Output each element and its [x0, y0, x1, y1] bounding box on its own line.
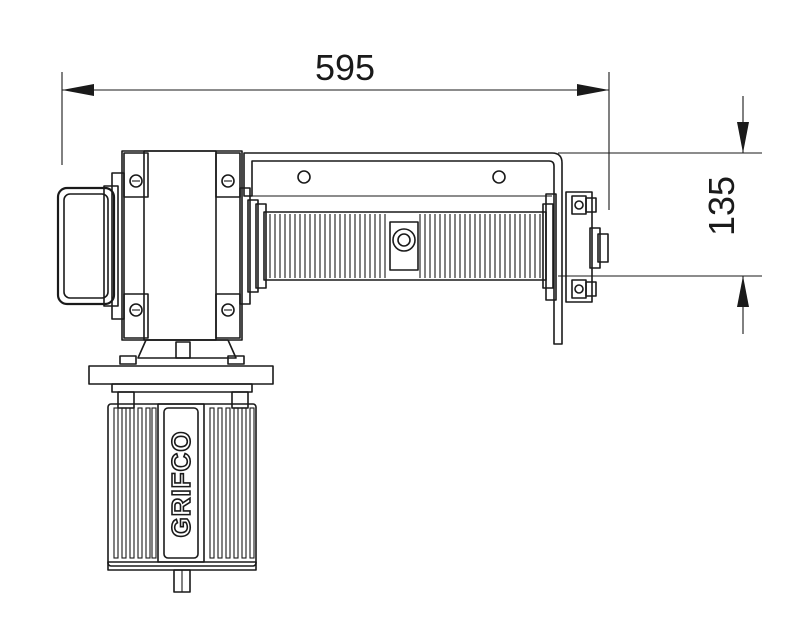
motor-fins	[113, 407, 255, 559]
motor-fin	[137, 407, 143, 559]
bolt-icon	[221, 303, 235, 317]
nut-icon	[574, 284, 584, 294]
width-arrow-left	[62, 84, 94, 96]
end-cap	[56, 185, 119, 307]
bracket-hole-icon	[492, 170, 506, 184]
drum-grooves	[269, 214, 541, 278]
bolt-icon	[129, 174, 143, 188]
gearbox-housing	[111, 150, 259, 341]
motor-fin	[217, 407, 223, 559]
bracket-hole-icon	[297, 170, 311, 184]
height-dimension: 135	[558, 96, 762, 334]
cable-drum	[255, 203, 554, 289]
motor-fin	[249, 407, 255, 559]
motor-fin	[241, 407, 247, 559]
bolt-icon	[129, 303, 143, 317]
motor-fin	[209, 407, 215, 559]
height-dimension-label: 135	[701, 176, 742, 236]
motor-fin	[129, 407, 135, 559]
width-dimension: 595	[61, 47, 610, 210]
motor-flange	[88, 339, 274, 409]
motor-fin	[233, 407, 239, 559]
right-bearing	[545, 191, 609, 303]
motor-fin	[113, 407, 119, 559]
height-arrow-bottom	[737, 276, 749, 307]
grifco-logo: GRIFCO	[166, 430, 196, 537]
drum-fitting-icon	[392, 228, 416, 252]
motor-body: GRIFCO	[107, 403, 257, 593]
height-arrow-top	[737, 122, 749, 153]
motor-fin	[145, 407, 151, 559]
motor-fin	[151, 407, 157, 559]
mounting-bracket	[243, 152, 563, 345]
width-dimension-label: 595	[315, 47, 375, 88]
nut-icon	[574, 200, 584, 210]
motor-fin	[225, 407, 231, 559]
bolt-icon	[221, 174, 235, 188]
motor-fin	[121, 407, 127, 559]
width-arrow-right	[577, 84, 609, 96]
